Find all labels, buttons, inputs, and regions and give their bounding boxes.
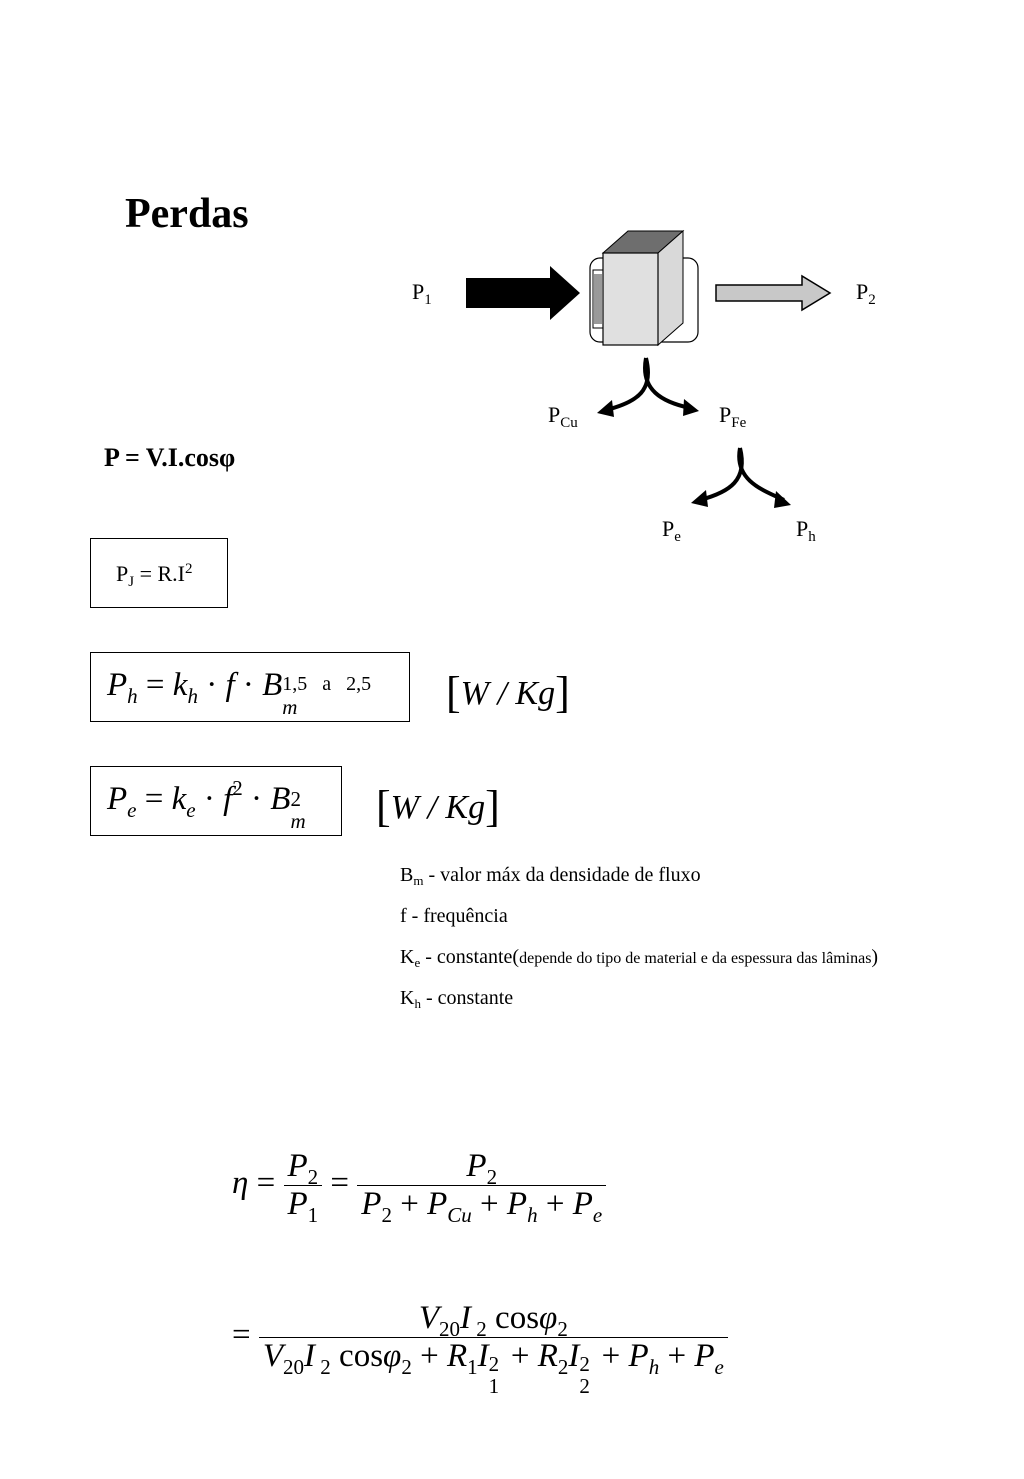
- legend-f: f - frequência: [400, 905, 508, 927]
- split-arrow-eddy: [699, 447, 744, 502]
- joule-loss-box: PJ = R.I2: [90, 538, 228, 608]
- ratio-p2-total: P2 P2 + PCu + Ph + Pe: [357, 1148, 607, 1227]
- label-pfe: PFe: [719, 402, 747, 431]
- label-p1: P1: [412, 279, 432, 308]
- input-power-arrow: [466, 266, 580, 320]
- split-arrow-iron: [643, 357, 691, 410]
- label-pcu: PCu: [548, 402, 578, 431]
- joule-loss-formula: PJ = R.I2: [116, 561, 193, 590]
- hysteresis-unit: [W / Kg]: [446, 668, 570, 717]
- label-p2: P2: [856, 279, 876, 308]
- legend-ke: Ke - constante(depende do tipo de materi…: [400, 946, 879, 970]
- legend-bm: Bm - valor máx da densidade de fluxo: [400, 864, 701, 888]
- transformer-icon: [589, 229, 699, 347]
- eddy-unit: [W / Kg]: [376, 782, 500, 831]
- split-arrow-copper: [605, 357, 650, 412]
- transformer-diagram: [466, 229, 832, 508]
- page-title: Perdas: [125, 191, 249, 237]
- label-pe: Pe: [662, 516, 681, 545]
- power-formula: P = V.I.cosφ: [104, 443, 236, 472]
- legend-kh: Kh - constante: [400, 987, 514, 1011]
- ratio-p2-p1: P2 P1: [283, 1148, 323, 1227]
- efficiency-formula: η = P2 P1 = P2 P2 + PCu + Ph + Pe: [232, 1148, 607, 1227]
- output-power-arrow: [715, 274, 832, 312]
- label-ph: Ph: [796, 516, 816, 545]
